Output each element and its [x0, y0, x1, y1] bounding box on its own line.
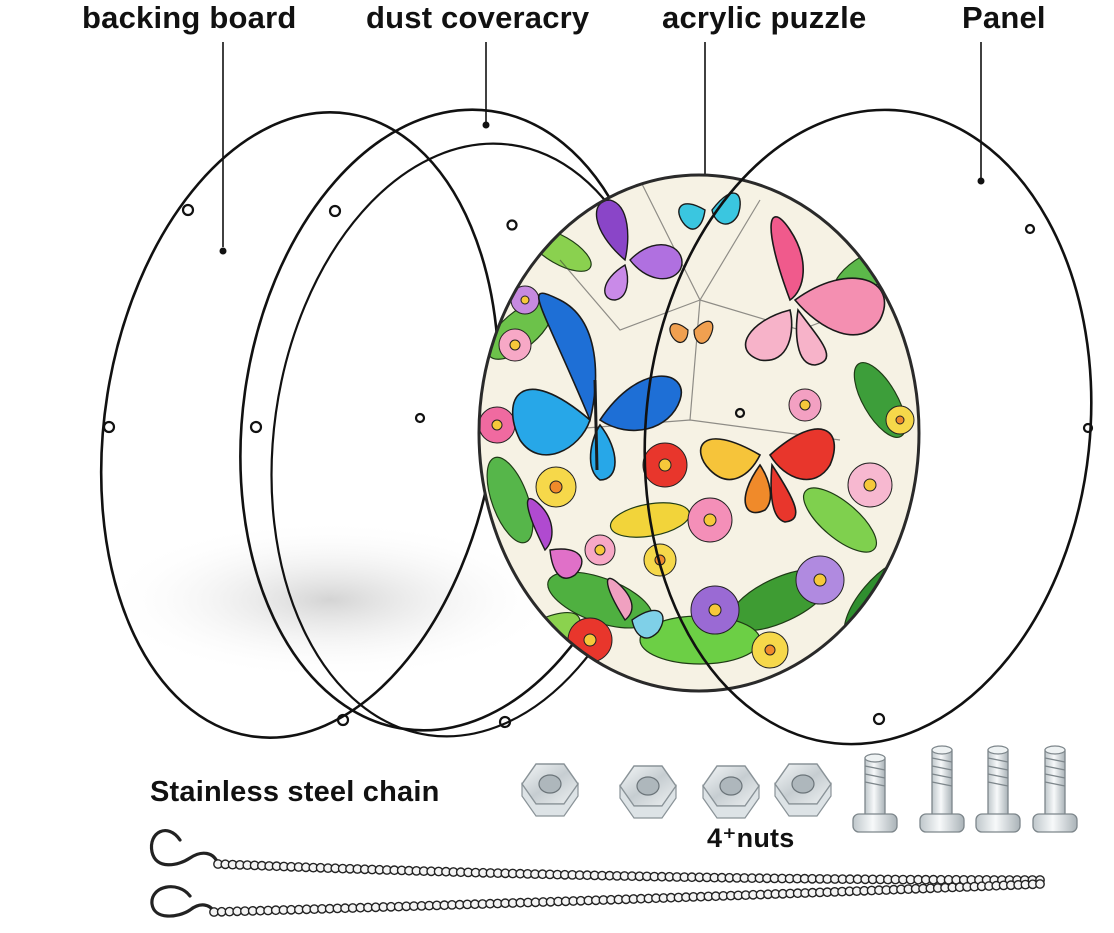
panel-label: Panel	[962, 0, 1046, 35]
butterfly-icon	[595, 199, 683, 301]
hex-nut-icon	[521, 763, 579, 817]
hex-nut-icon	[619, 765, 677, 819]
ball-chain-icon	[213, 859, 1045, 885]
standoff-screw-icon	[975, 745, 1021, 833]
front-panel	[643, 108, 1094, 746]
butterfly-icon	[744, 216, 886, 366]
flowers	[479, 285, 915, 669]
dust-cover-label: dust coveracry	[366, 0, 590, 35]
standoff-screw-icon	[919, 745, 965, 833]
hex-nuts	[521, 763, 832, 819]
butterfly-icon	[699, 428, 836, 523]
floor-shadow	[100, 520, 560, 680]
standoff-screw-icon	[1032, 745, 1078, 833]
s-hook-icon	[150, 885, 216, 918]
butterfly-icon	[606, 577, 664, 639]
leader-lines	[222, 42, 982, 247]
hex-nut-icon	[774, 763, 832, 817]
butterfly-icon	[526, 497, 583, 579]
acrylic-puzzle-label: acrylic puzzle	[662, 0, 867, 35]
butterfly-icon	[511, 292, 683, 481]
standoff-screws	[852, 745, 1078, 833]
standoff-screw-icon	[852, 753, 898, 833]
backing-board-label: backing board	[82, 0, 297, 35]
ball-chain-icon	[209, 879, 1045, 917]
butterfly-icon	[678, 192, 741, 230]
chain-label: Stainless steel chain	[150, 776, 440, 808]
acrylic-puzzle	[477, 173, 921, 693]
butterfly-icon	[669, 320, 714, 344]
hex-nut-icon	[702, 765, 760, 819]
nuts-label: 4⁺nuts	[707, 823, 795, 853]
chain-bead	[1035, 879, 1045, 889]
s-hook-icon	[149, 829, 220, 867]
